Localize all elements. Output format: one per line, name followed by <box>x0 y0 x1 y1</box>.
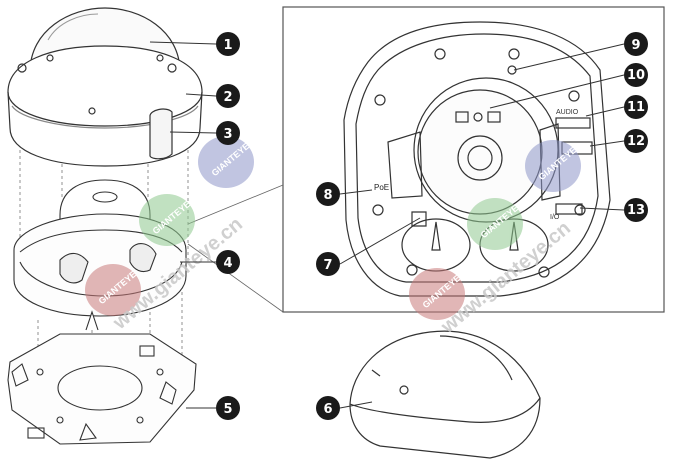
io-port-label: I/O <box>550 214 560 221</box>
svg-text:7: 7 <box>323 258 332 273</box>
svg-text:4: 4 <box>223 256 232 271</box>
callout-2: 2 <box>216 84 240 108</box>
svg-text:3: 3 <box>223 127 232 142</box>
svg-text:9: 9 <box>631 38 640 53</box>
callout-12: 12 <box>624 129 648 153</box>
callout-13: 13 <box>624 198 648 222</box>
svg-text:10: 10 <box>627 68 645 83</box>
side-cover <box>349 330 541 459</box>
svg-text:6: 6 <box>323 402 332 417</box>
callout-3: 3 <box>216 121 240 145</box>
callout-8: 8 <box>316 182 340 206</box>
callout-10: 10 <box>624 63 648 87</box>
callout-5: 5 <box>216 396 240 420</box>
inset-connector-bottom <box>187 243 284 313</box>
poe-port-label: PoE <box>374 183 389 192</box>
callout-9: 9 <box>624 32 648 56</box>
inset-base-plate <box>343 21 611 297</box>
inset-connector-top <box>187 184 284 225</box>
svg-text:12: 12 <box>627 134 645 149</box>
callout-6: 6 <box>316 396 340 420</box>
detail-inset-frame <box>282 6 665 313</box>
svg-text:11: 11 <box>627 100 645 115</box>
callout-1: 1 <box>216 32 240 56</box>
callout-11: 11 <box>624 95 648 119</box>
svg-text:1: 1 <box>223 38 232 53</box>
callout-badges: 1 2 3 4 5 6 7 8 9 10 11 12 13 <box>216 32 648 420</box>
svg-text:8: 8 <box>323 188 332 203</box>
audio-port-label: AUDIO <box>556 109 579 116</box>
mount-bracket <box>7 310 197 445</box>
svg-text:5: 5 <box>223 402 232 417</box>
watermark-badges <box>85 136 581 320</box>
leader-lines <box>149 41 625 409</box>
svg-text:2: 2 <box>223 90 232 105</box>
callout-7: 7 <box>316 252 340 276</box>
housing <box>7 45 203 167</box>
callout-4: 4 <box>216 250 240 274</box>
svg-text:13: 13 <box>627 203 645 218</box>
